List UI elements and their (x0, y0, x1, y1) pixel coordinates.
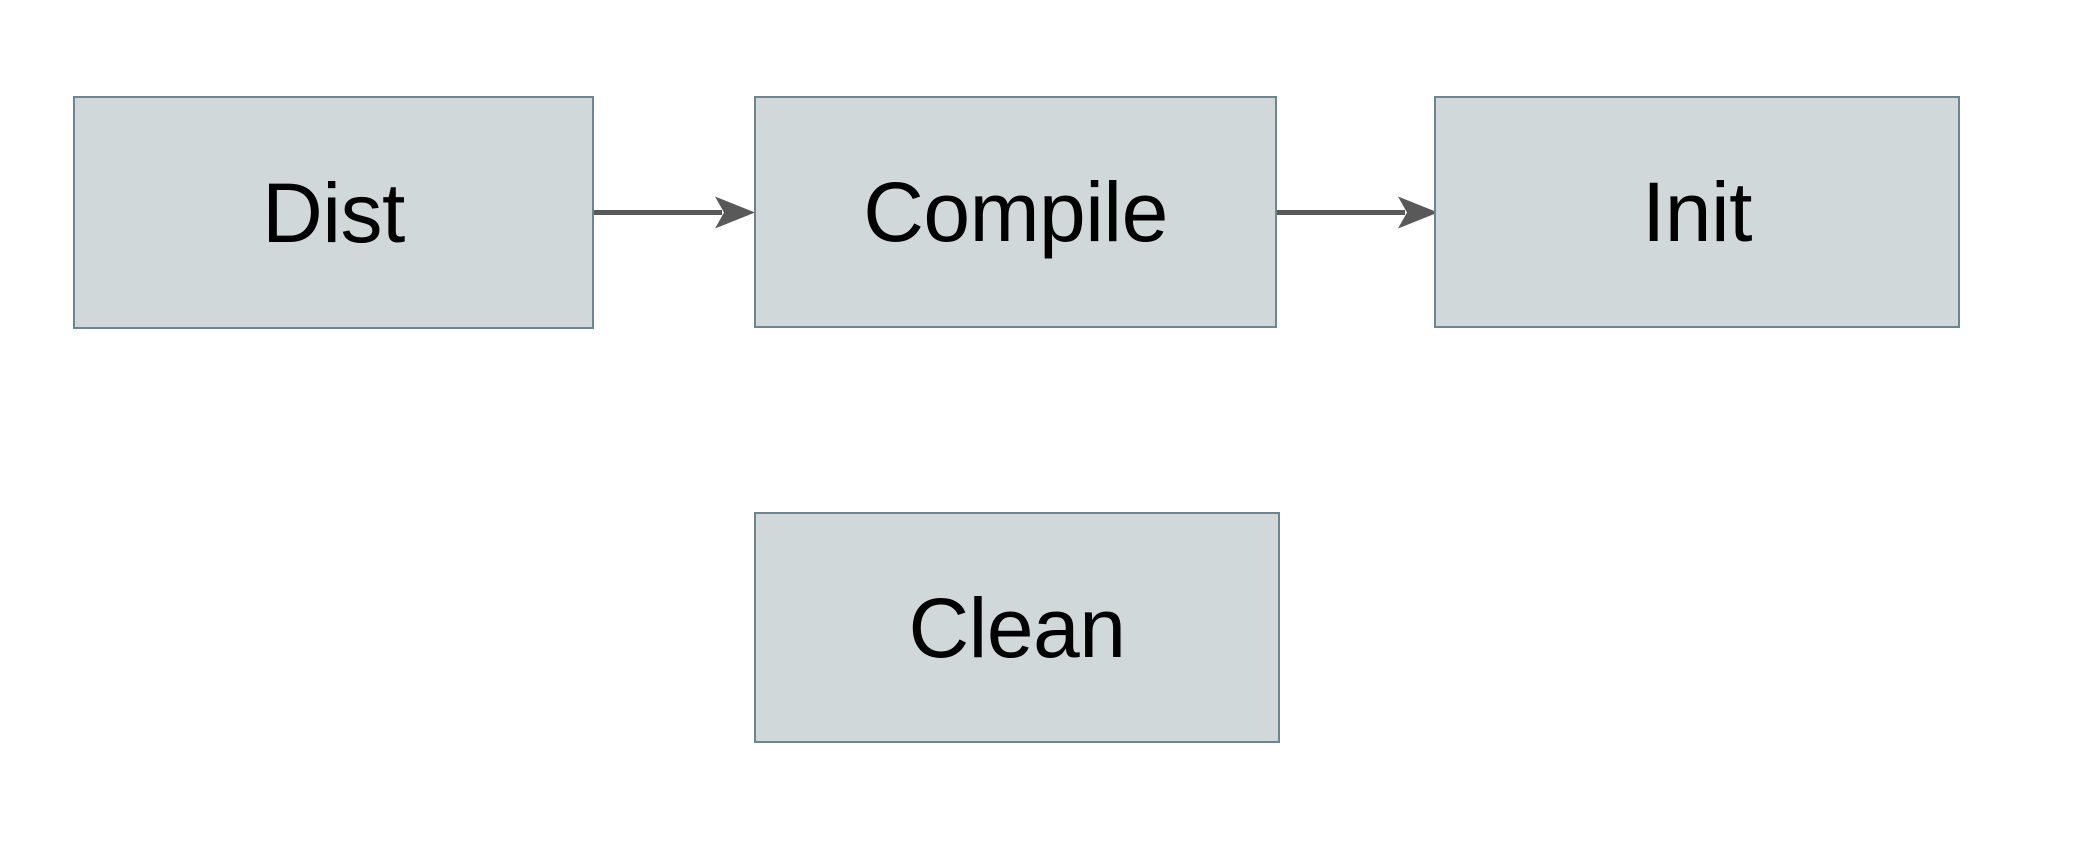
node-dist[interactable]: Dist (73, 96, 594, 329)
edge-dist-to-compile[interactable] (594, 190, 760, 236)
node-clean[interactable]: Clean (754, 512, 1280, 743)
edge-compile-to-init[interactable] (1277, 190, 1443, 236)
node-clean-label: Clean (908, 580, 1126, 675)
arrowhead-icon (715, 196, 755, 229)
arrowhead-icon (1398, 196, 1438, 229)
node-compile-label: Compile (863, 165, 1168, 259)
node-init-label: Init (1641, 165, 1753, 259)
node-init[interactable]: Init (1434, 96, 1960, 328)
node-dist-label: Dist (262, 165, 405, 260)
node-compile[interactable]: Compile (754, 96, 1277, 328)
